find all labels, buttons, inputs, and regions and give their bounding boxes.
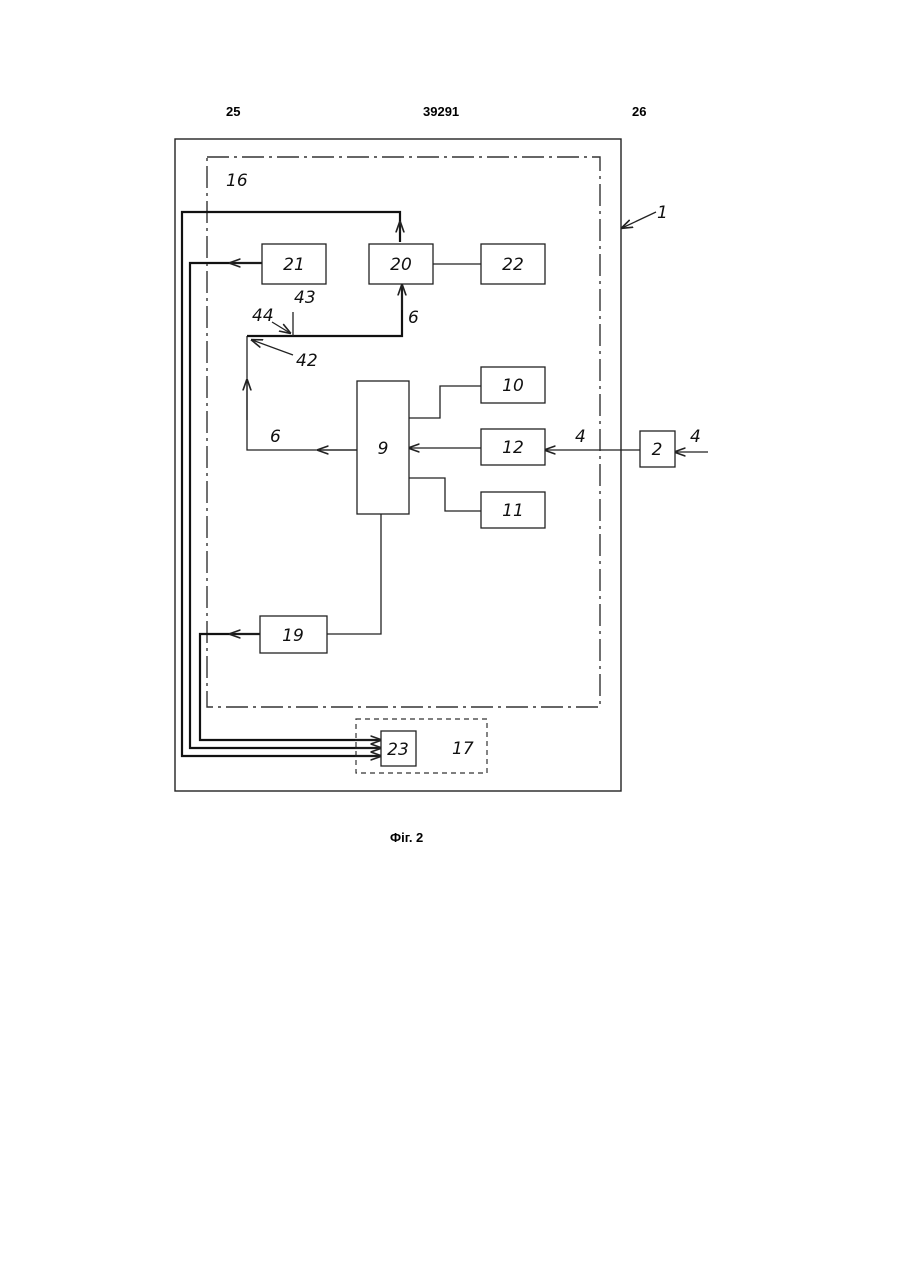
block-23-label: 23 — [387, 740, 409, 760]
wire-9-to-19 — [327, 514, 381, 634]
leader-42 — [252, 340, 293, 355]
block-11-label: 11 — [502, 501, 524, 521]
leader-1 — [622, 212, 656, 228]
figure-caption: Фіг. 2 — [390, 830, 423, 845]
ref-label-17: 17 — [452, 739, 474, 759]
ref-label-1: 1 — [657, 203, 668, 223]
block-21-label: 21 — [283, 255, 305, 275]
leader-44 — [272, 322, 290, 333]
block-10-label: 10 — [502, 376, 524, 396]
block-20-label: 20 — [390, 255, 412, 275]
ref-label-4-inner: 4 — [575, 427, 586, 447]
ref-label-6-upper: 6 — [408, 308, 419, 328]
wire-11-to-9 — [409, 478, 481, 511]
block-2-label: 2 — [652, 440, 663, 460]
block-12-label: 12 — [502, 438, 524, 458]
ref-label-43: 43 — [294, 288, 316, 308]
ref-label-4-outer: 4 — [690, 427, 701, 447]
ref-label-44: 44 — [252, 306, 274, 326]
block-19-label: 19 — [282, 626, 304, 646]
ref-label-6-lower: 6 — [270, 427, 281, 447]
block-9-label: 9 — [378, 439, 389, 459]
block-22-label: 22 — [502, 255, 524, 275]
wire-10-to-9 — [409, 386, 481, 418]
ref-label-16: 16 — [226, 171, 248, 191]
ref-label-42: 42 — [296, 351, 318, 371]
